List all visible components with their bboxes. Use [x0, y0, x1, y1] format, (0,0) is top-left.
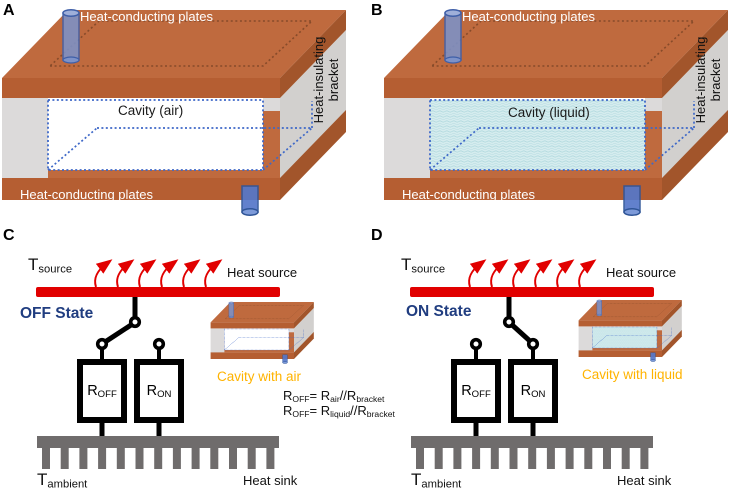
bracket-label: Heat-insulating bracket: [311, 36, 341, 124]
heat-sink-label: Heat sink: [617, 473, 672, 488]
heat-flow-arrows: [468, 259, 597, 288]
resistors: [77, 348, 184, 437]
top-plate-label: Heat-conducting plates: [462, 9, 595, 24]
heat-source-bar: [410, 287, 654, 297]
bottom-plate-label: Heat-conducting plates: [20, 187, 153, 202]
panel-d: D Tsource Heat source ON State ROFF RON …: [368, 225, 736, 490]
inset-device-liquid: [578, 299, 683, 362]
heat-source-bar: [36, 287, 280, 297]
switch: [95, 297, 166, 351]
heat-sink-label: Heat sink: [243, 473, 298, 488]
r-on-box: [134, 359, 184, 423]
heat-flow-arrows: [94, 259, 223, 288]
bottom-plate-label: Heat-conducting plates: [402, 187, 535, 202]
resistance-equations: ROFF= Rair//Rbracket ROFF= Rliquid//Rbra…: [283, 389, 395, 419]
on-state-label: ON State: [406, 303, 472, 320]
cavity-liquid-label: Cavity (liquid): [508, 105, 590, 120]
t-ambient-label: Tambient: [411, 470, 462, 490]
heat-source-label: Heat source: [606, 265, 677, 280]
t-ambient-label: Tambient: [37, 470, 88, 490]
inset-caption-air: Cavity with air: [217, 369, 302, 384]
equation-off: ROFF= Rair//Rbracket: [283, 388, 385, 404]
panel-a-label: A: [3, 2, 15, 19]
heat-sink-shape: [37, 436, 279, 469]
heat-source-label: Heat source: [227, 265, 298, 280]
heat-sink-shape: [411, 436, 653, 469]
r-off-label: ROFF: [461, 383, 491, 401]
inset-device-air: [210, 301, 315, 364]
t-source-label: Tsource: [28, 255, 73, 276]
top-plate-label: Heat-conducting plates: [80, 9, 213, 24]
inset-caption-liquid: Cavity with liquid: [582, 367, 683, 382]
resistors: [451, 348, 558, 437]
r-on-label: RON: [146, 383, 172, 401]
off-state-circuit: [36, 259, 315, 469]
r-on-box: [508, 359, 558, 423]
r-off-box: [451, 359, 501, 423]
switch: [469, 297, 540, 351]
panel-d-label: D: [371, 227, 383, 244]
bracket-label: Heat-insulating bracket: [693, 36, 723, 124]
equation-on: ROFF= Rliquid//Rbracket: [283, 403, 395, 419]
panel-b: B Heat-conducting plates Cavity (liquid)…: [368, 0, 736, 225]
cavity-air-label: Cavity (air): [118, 103, 184, 118]
panel-b-label: B: [371, 2, 383, 19]
t-source-label: Tsource: [401, 255, 446, 276]
on-state-circuit: [410, 259, 683, 469]
panel-c-label: C: [3, 227, 15, 244]
r-on-label: RON: [520, 383, 546, 401]
r-off-label: ROFF: [87, 383, 117, 401]
off-state-label: OFF State: [20, 305, 94, 322]
panel-a: A Heat-conducting plates Cavity (air) He…: [0, 0, 368, 225]
panel-c: C Tsource Heat source OFF State ROFF RON…: [0, 225, 368, 490]
